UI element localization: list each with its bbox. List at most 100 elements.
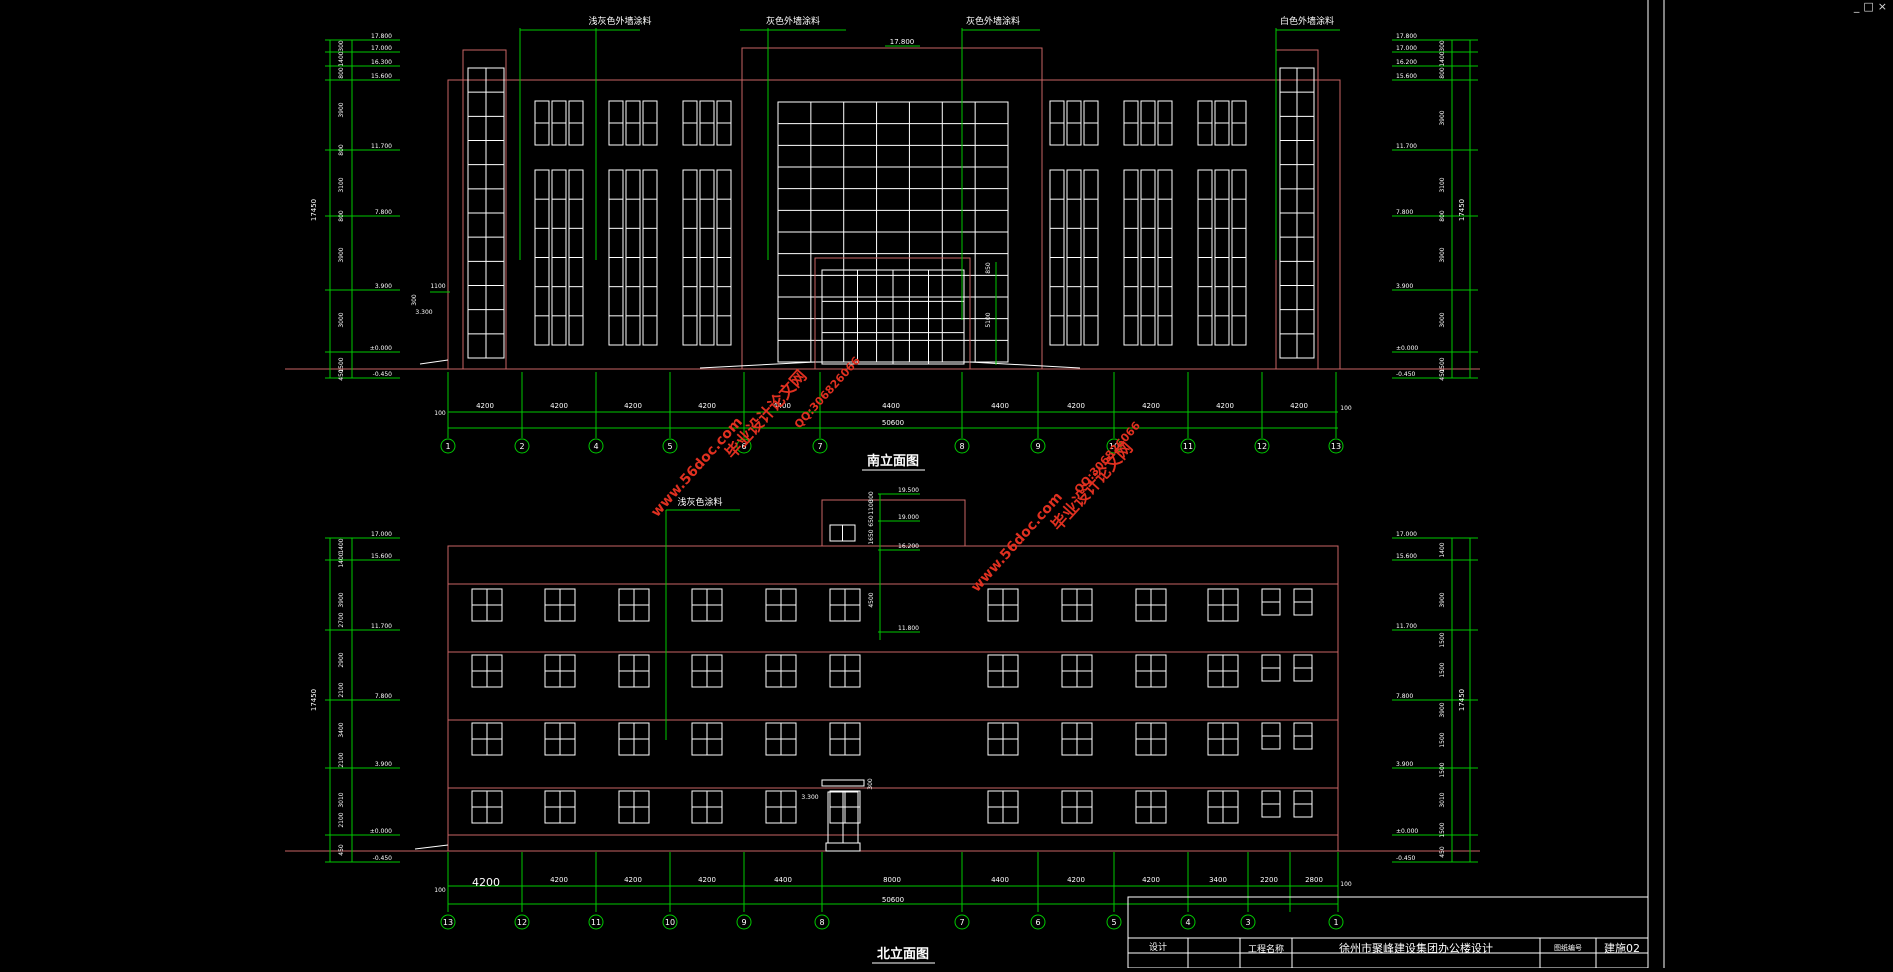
north-right-level-0: 17.000 [1396, 531, 1417, 538]
north-bay-dim-9: 3400 [1209, 876, 1227, 884]
north-left-level-2: 11.700 [371, 623, 392, 630]
north-axis-5-bubble [1106, 914, 1122, 930]
south-ramp-right [969, 361, 1081, 369]
south-axis-2-bubble [514, 438, 530, 454]
north-entry-dim: 300 [867, 778, 874, 790]
watermark-2: QQ:306826066 [792, 354, 863, 431]
south-axis-1-label: 1 [445, 442, 450, 451]
south-right-dim-9: 450 [1439, 369, 1446, 381]
title-block [1127, 896, 1649, 969]
north-axis-3-label: 3 [1245, 918, 1250, 927]
south-axis-12-label: 12 [1257, 442, 1267, 451]
north-callout: 浅灰色涂料 [677, 496, 722, 508]
north-axis-13-label: 13 [443, 918, 453, 927]
north-stair-dim-4: 4500 [868, 592, 875, 607]
south-left-dim-9: 1500 [338, 357, 345, 372]
south-axis-2-label: 2 [519, 442, 524, 451]
window-controls: _ □ × [1848, 0, 1893, 14]
north-axis-5-label: 5 [1111, 918, 1116, 927]
north-right-dim-6: 1500 [1439, 762, 1446, 777]
north-bay-dim-3: 4200 [698, 876, 716, 884]
south-left-level-4: 11.700 [371, 143, 392, 150]
south-central-block [741, 47, 1043, 370]
north-left-level-6: -0.450 [373, 855, 393, 862]
south-right-total-height: 17450 [1458, 199, 1466, 221]
south-axis-11-bubble [1180, 438, 1196, 454]
north-main-body [447, 545, 1339, 852]
south-left-level-0: 17.800 [371, 33, 392, 40]
north-right-dim-2: 1500 [1439, 632, 1446, 647]
south-axis-4-bubble [588, 438, 604, 454]
south-left-level-8: -0.450 [373, 371, 393, 378]
north-right-dim-0: 1400 [1439, 542, 1446, 557]
south-callout-3: 白色外墙涂料 [1280, 15, 1334, 27]
south-right-level-8: -0.450 [1396, 371, 1416, 378]
south-axis-9-label: 9 [1035, 442, 1040, 451]
south-right-dim-6: 3900 [1439, 247, 1446, 262]
south-right-dim-3: 3900 [1439, 110, 1446, 125]
restore-icon[interactable]: □ [1863, 0, 1874, 13]
north-axis-6-bubble [1030, 914, 1046, 930]
south-stair-tower-left [462, 49, 507, 370]
south-axis-1-bubble [440, 438, 456, 454]
north-axis-12-label: 12 [517, 918, 527, 927]
south-right-level-3: 15.600 [1396, 73, 1417, 80]
south-canopy-dim-1: 300 [411, 294, 418, 306]
north-bay-dim-6: 4400 [991, 876, 1009, 884]
north-left-dim-4: 2900 [338, 652, 345, 667]
south-axis-8-label: 8 [959, 442, 964, 451]
south-axis-11-label: 11 [1183, 442, 1193, 451]
south-axis-6-bubble [736, 438, 752, 454]
north-right-dim-8: 1500 [1439, 822, 1446, 837]
north-entry-level: 3.300 [801, 794, 818, 801]
title-block-design: 设计 [1149, 941, 1167, 953]
north-right-level-2: 11.700 [1396, 623, 1417, 630]
south-right-level-0: 17.800 [1396, 33, 1417, 40]
north-stair-dim-1: 1100 [868, 499, 875, 514]
watermark-0: 毕业设计论文网 [721, 366, 810, 462]
north-stair-level-1: 19.000 [898, 514, 919, 521]
north-right-level-6: -0.450 [1396, 855, 1416, 862]
south-right-level-6: 3.900 [1396, 283, 1413, 290]
watermark-4: www.56doc.com [968, 489, 1066, 595]
south-right-level-1: 17.000 [1396, 45, 1417, 52]
north-entry-steps [825, 842, 861, 852]
north-stair-dim-3: 1650 [868, 529, 875, 544]
south-axis-7-bubble [812, 438, 828, 454]
watermark-3: 毕业设计论文网 [1047, 438, 1136, 534]
south-bay-dim-9: 4200 [1216, 402, 1234, 410]
south-right-dim-8: 1500 [1439, 357, 1446, 372]
south-edge-dim-right: 100 [1340, 405, 1352, 412]
north-left-level-3: 7.800 [375, 693, 392, 700]
south-top-level: 17.800 [890, 38, 915, 46]
south-title: 南立面图 [867, 453, 919, 469]
south-right-dim-0: 300 [1439, 40, 1446, 52]
north-right-dim-3: 1500 [1439, 662, 1446, 677]
north-axis-8-bubble [814, 914, 830, 930]
south-left-dim-8: 3000 [338, 312, 345, 327]
north-right-dim-7: 3010 [1439, 792, 1446, 807]
minimize-icon[interactable]: _ [1853, 0, 1860, 13]
north-stair-level-3: 11.800 [898, 625, 919, 632]
close-icon[interactable]: × [1877, 0, 1887, 13]
south-axis-13-bubble [1328, 438, 1344, 454]
south-ramp-left [699, 361, 816, 369]
north-left-dim-2: 3900 [338, 592, 345, 607]
north-left-dim-3: 2700 [338, 612, 345, 627]
north-bay-dim-7: 4200 [1067, 876, 1085, 884]
south-bay-dim-0: 4200 [476, 402, 494, 410]
north-stair-penthouse [821, 499, 966, 547]
north-axis-12-bubble [514, 914, 530, 930]
south-bay-dim-1: 4200 [550, 402, 568, 410]
south-bay-dim-4: 4400 [773, 402, 791, 410]
north-entry-canopy [821, 779, 865, 787]
north-bay-dim-8: 4200 [1142, 876, 1160, 884]
south-axis-12-bubble [1254, 438, 1270, 454]
south-entrance-frame [814, 257, 971, 370]
south-right-dim-7: 3000 [1439, 312, 1446, 327]
north-left-level-4: 3.900 [375, 761, 392, 768]
north-bay-dim-5: 8000 [883, 876, 901, 884]
north-left-dim-9: 2100 [338, 812, 345, 827]
south-step-left [419, 359, 449, 365]
